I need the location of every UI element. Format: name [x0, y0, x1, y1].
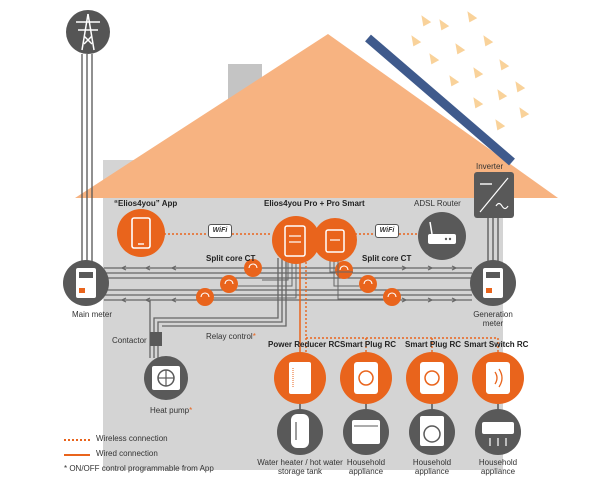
main-meter-label: Main meter — [72, 310, 113, 319]
smart-plug-icon-2 — [406, 352, 458, 404]
heat-pump-mark: * — [189, 406, 193, 415]
generation-meter-label: Generation meter — [473, 310, 513, 328]
household-label-1: Household appliance — [346, 458, 386, 476]
main-meter-icon — [63, 260, 109, 306]
current-transformer-icon — [196, 259, 401, 306]
heat-pump-text: Heat pump — [150, 406, 190, 415]
legend-note: * ON/OFF control programmable from App — [64, 464, 214, 473]
household-label-2: Household appliance — [412, 458, 452, 476]
contactor-icon — [150, 332, 162, 346]
sun-rays — [411, 11, 530, 131]
power-reducer-label: Power Reducer RC — [268, 340, 341, 349]
grid-cables — [81, 54, 93, 262]
roof — [75, 34, 558, 198]
inverter-icon — [474, 172, 514, 218]
smartphone-icon — [117, 209, 165, 257]
heat-pump-label: Heat pump* — [150, 406, 192, 415]
generation-meter-icon — [470, 260, 516, 306]
legend-wireless-line — [64, 439, 90, 441]
legend-wired-text: Wired connection — [96, 449, 158, 458]
legend-wireless-text: Wireless connection — [96, 434, 168, 443]
contactor-label: Contactor — [112, 336, 147, 345]
router-label: ADSL Router — [414, 199, 461, 208]
smart-plug-label-2: Smart Plug RC — [405, 340, 462, 349]
inverter-cables — [487, 218, 499, 264]
water-heater-label: Water heater / hot water storage tank — [257, 458, 343, 476]
split-ct-right-label: Split core CT — [362, 254, 412, 263]
relay-control-label: Relay control* — [206, 332, 256, 341]
fan-icon — [144, 356, 188, 400]
solar-panel — [365, 34, 515, 166]
water-tank-icon — [277, 409, 323, 455]
smart-switch-icon — [472, 352, 524, 404]
legend-wired-line — [64, 454, 90, 456]
split-ct-left-label: Split core CT — [206, 254, 256, 263]
air-conditioner-icon — [475, 409, 521, 455]
smart-switch-label: Smart Switch RC — [464, 340, 529, 349]
elios4you-device — [272, 216, 357, 264]
device-wires — [214, 258, 383, 300]
dishwasher-icon — [343, 409, 389, 455]
relay-control-text: Relay control — [206, 332, 253, 341]
wifi-badge-right: WiFi — [375, 224, 399, 238]
router-icon — [418, 212, 466, 260]
flow-arrows — [120, 265, 458, 303]
inverter-label: Inverter — [476, 162, 504, 171]
device-label: Elios4you Pro + Pro Smart — [264, 199, 365, 208]
smart-plug-icon — [340, 352, 392, 404]
household-label-3: Household appliance — [478, 458, 518, 476]
power-reducer-icon — [274, 352, 326, 404]
smart-plug-label-1: Smart Plug RC — [340, 340, 397, 349]
power-pylon-icon — [66, 10, 110, 54]
wifi-badge-left: WiFi — [208, 224, 232, 238]
app-label: “Elios4you” App — [114, 199, 178, 208]
relay-control-mark: * — [252, 332, 256, 341]
washing-machine-icon — [409, 409, 455, 455]
